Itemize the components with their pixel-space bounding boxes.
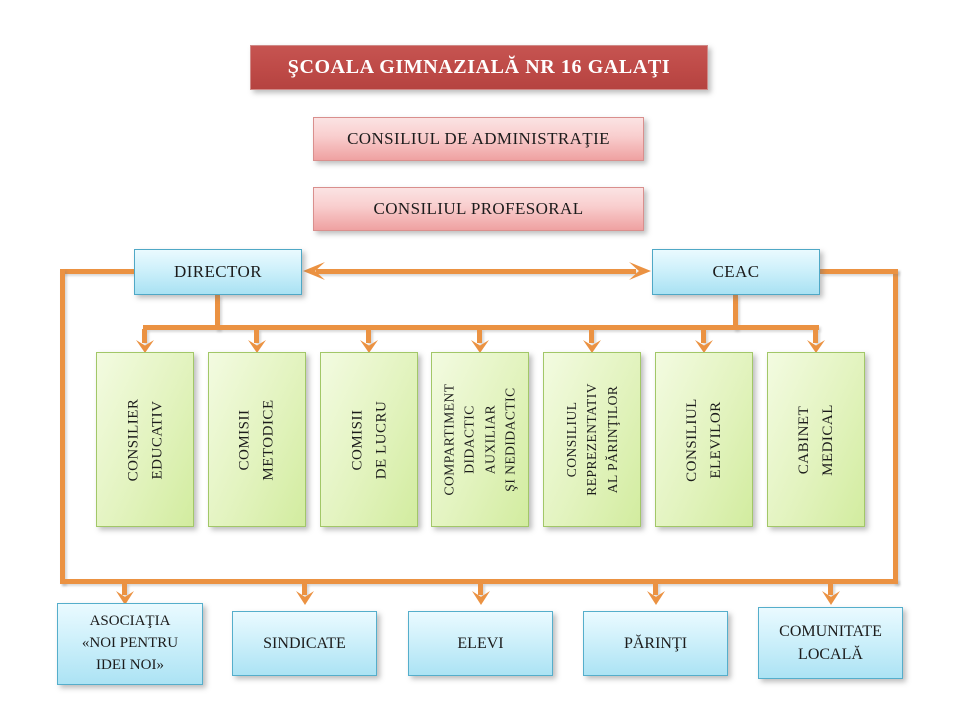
node-label: ASOCIAŢIA «NOI PENTRU IDEI NOI» [81, 613, 179, 673]
node-label: COMUNITATE LOCALĂ [779, 622, 882, 663]
node-consiliul-profesoral: CONSILIUL PROFESORAL [313, 187, 644, 231]
connector-director-stub [215, 295, 220, 330]
connector-outer-right-vertical [893, 269, 898, 584]
node-sindicate: SINDICATE [232, 611, 377, 676]
connector-dept-7 [813, 329, 818, 343]
node-consiliul-reprezentativ-parinti: CONSILIUL REPREZENTATIV AL PĂRINŢILOR [543, 352, 641, 527]
connector-outer-left-vertical [60, 269, 65, 584]
node-comisii-metodice: COMISII METODICE [208, 352, 306, 527]
connector-dept-3 [366, 329, 371, 343]
connector-ceac-stub [733, 295, 738, 330]
node-label: CONSILIER EDUCATIV [125, 398, 165, 481]
node-cabinet-medical: CABINET MEDICAL [767, 352, 865, 527]
node-comisii-de-lucru: COMISII DE LUCRU [320, 352, 418, 527]
school-title: ŞCOALA GIMNAZIALĂ NR 16 GALAŢI [250, 45, 708, 90]
node-label: COMISII DE LUCRU [349, 400, 389, 479]
connector-outer-bottom-horizontal [60, 579, 898, 584]
connector-dept-1 [142, 329, 147, 343]
connector-stake-3 [478, 583, 483, 595]
node-label: CONSILIUL ELEVILOR [683, 397, 724, 482]
node-label: DIRECTOR [174, 262, 262, 281]
node-label: CONSILIUL DE ADMINISTRAŢIE [347, 129, 610, 148]
connector-dept-2 [254, 329, 259, 343]
node-label: CABINET MEDICAL [795, 403, 836, 476]
node-compartiment-didactic: COMPARTIMENT DIDACTIC AUXILIAR ŞI NEDIDA… [431, 352, 529, 527]
node-asociatia-noi-pentru-idei-noi: ASOCIAŢIA «NOI PENTRU IDEI NOI» [57, 603, 203, 685]
node-ceac: CEAC [652, 249, 820, 295]
node-label: CONSILIUL PROFESORAL [373, 199, 584, 218]
node-label: CEAC [712, 262, 760, 281]
connector-director-ceac [316, 269, 636, 274]
connector-outer-left-horizontal [60, 269, 136, 274]
connector-departments-bus [143, 325, 819, 330]
connector-stake-1 [122, 583, 127, 595]
connector-stake-4 [653, 583, 658, 595]
node-consiliul-de-administratie: CONSILIUL DE ADMINISTRAŢIE [313, 117, 644, 161]
school-title-label: ŞCOALA GIMNAZIALĂ NR 16 GALAŢI [287, 56, 671, 78]
node-director: DIRECTOR [134, 249, 302, 295]
node-elevi: ELEVI [408, 611, 553, 676]
connector-dept-4 [477, 329, 482, 343]
node-consiliul-elevilor: CONSILIUL ELEVILOR [655, 352, 753, 527]
node-label: CONSILIUL REPREZENTATIV AL PĂRINŢILOR [563, 383, 620, 496]
node-label: COMISII METODICE [236, 398, 277, 481]
node-comunitate-locala: COMUNITATE LOCALĂ [758, 607, 903, 679]
node-label: SINDICATE [263, 634, 346, 652]
node-label: PĂRINŢI [623, 634, 688, 652]
node-parinti: PĂRINŢI [583, 611, 728, 676]
connector-dept-6 [701, 329, 706, 343]
connector-stake-5 [828, 583, 833, 595]
node-label: COMPARTIMENT DIDACTIC AUXILIAR ŞI NEDIDA… [441, 383, 518, 496]
connector-stake-2 [302, 583, 307, 595]
connector-outer-right-horizontal [820, 269, 898, 274]
connector-dept-5 [589, 329, 594, 343]
node-consilier-educativ: CONSILIER EDUCATIV [96, 352, 194, 527]
node-label: ELEVI [457, 634, 504, 652]
